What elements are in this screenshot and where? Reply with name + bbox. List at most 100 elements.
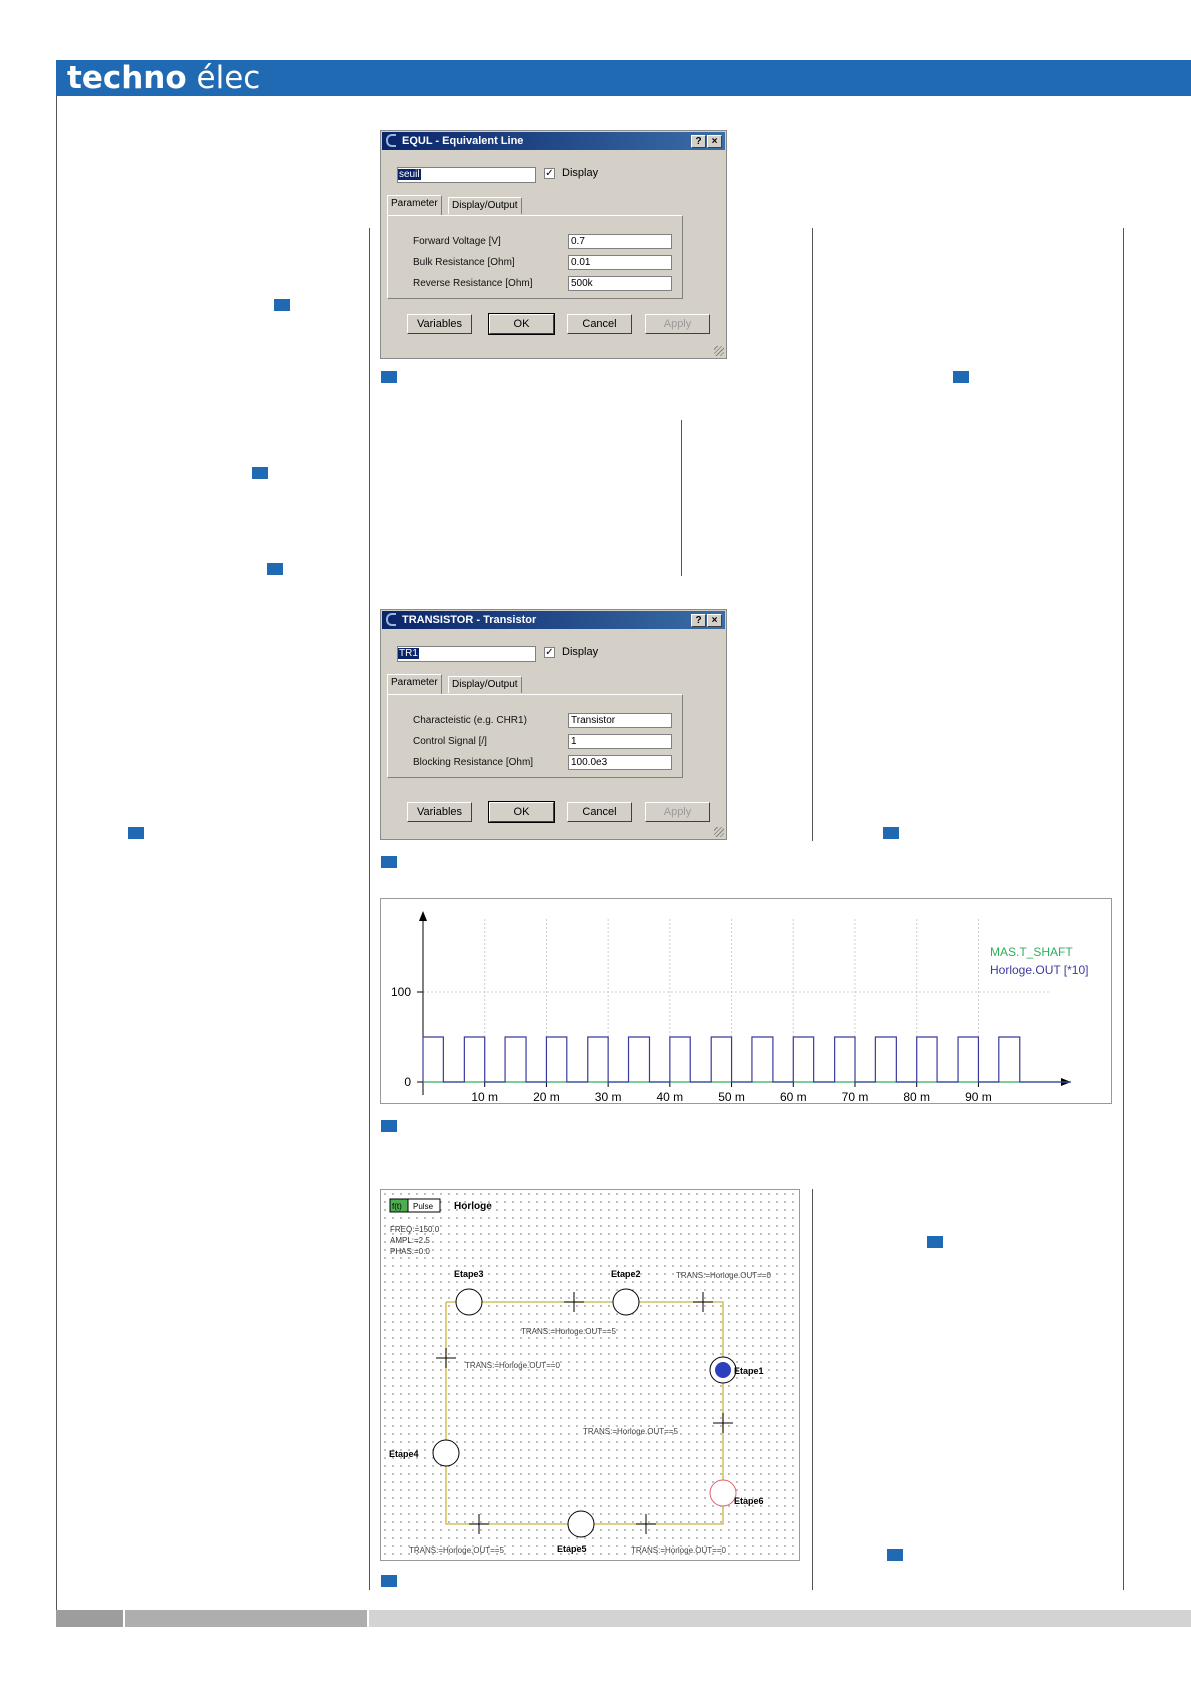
component-name-value: seuil	[398, 169, 421, 180]
help-button[interactable]: ?	[691, 135, 706, 148]
footer-bar	[369, 1610, 1191, 1627]
legend-entry: MAS.T_SHAFT	[990, 945, 1073, 959]
step-label: Etape6	[734, 1496, 764, 1506]
close-button[interactable]: ×	[707, 135, 722, 148]
resize-grip-icon[interactable]	[714, 827, 724, 837]
close-button[interactable]: ×	[707, 614, 722, 627]
figure-marker	[274, 299, 290, 311]
cancel-button[interactable]: Cancel	[567, 802, 632, 822]
variables-button[interactable]: Variables	[407, 802, 472, 822]
x-tick-label: 50 m	[718, 1090, 745, 1103]
param-label: Characteistic (e.g. CHR1)	[413, 715, 527, 726]
footer-bar	[125, 1610, 367, 1627]
param-label: Blocking Resistance [Ohm]	[413, 757, 534, 768]
tab-parameter[interactable]: Parameter	[387, 195, 442, 215]
transition-label: TRANS:=Horloge.OUT==0	[465, 1361, 560, 1370]
transition-label: TRANS:=Horloge.OUT==5	[583, 1427, 678, 1436]
x-tick-label: 10 m	[471, 1090, 498, 1103]
display-checkbox-label: Display	[562, 167, 599, 179]
figure-marker	[267, 563, 283, 575]
transition-label: TRANS:=Horloge.OUT==5	[521, 1327, 616, 1336]
y-axis-arrow-icon	[419, 911, 427, 921]
source-param: AMPL:=2.5	[390, 1236, 430, 1245]
x-tick-label: 30 m	[595, 1090, 622, 1103]
transition-label: TRANS:=Horloge.OUT==0	[676, 1271, 771, 1280]
parameter-panel: Forward Voltage [V] 0.7 Bulk Resistance …	[387, 215, 683, 299]
step-etape6[interactable]	[709, 1479, 737, 1507]
step-etape4[interactable]	[432, 1439, 460, 1467]
step-label: Etape1	[734, 1366, 764, 1376]
param-label: Reverse Resistance [Ohm]	[413, 278, 533, 289]
apply-button[interactable]: Apply	[645, 802, 710, 822]
figure-marker	[927, 1236, 943, 1248]
bulk-resistance-field[interactable]: 0.01	[568, 255, 672, 270]
transistor-dialog-title: TRANSISTOR - Transistor	[402, 614, 537, 626]
brand-part2: élec	[186, 60, 261, 96]
figure-marker	[883, 827, 899, 839]
equl-dialog: EQUL - Equivalent Line ? × seuil ✓ Displ…	[380, 130, 727, 359]
figure-marker	[381, 1575, 397, 1587]
control-signal-field[interactable]: 1	[568, 734, 672, 749]
ok-button[interactable]: OK	[488, 313, 555, 335]
column-rule-2b	[812, 1189, 813, 1590]
param-label: Control Signal [/]	[413, 736, 487, 747]
step-label: Etape5	[557, 1544, 587, 1554]
column-rule-3	[1123, 228, 1124, 1590]
forward-voltage-field[interactable]: 0.7	[568, 234, 672, 249]
component-name-input[interactable]: TR1	[397, 646, 536, 662]
grafcet-diagram: f(t) Pulse Horloge FREQ:=150.0 AMPL:=2.5…	[380, 1189, 800, 1561]
figure-marker	[381, 1120, 397, 1132]
step-etape3[interactable]	[455, 1288, 483, 1316]
blocking-resistance-field[interactable]: 100.0e3	[568, 755, 672, 770]
pulse-source-box[interactable]	[407, 1198, 441, 1213]
param-label: Forward Voltage [V]	[413, 236, 501, 247]
tab-display-output[interactable]: Display/Output	[448, 197, 522, 214]
component-name-input[interactable]: seuil	[397, 167, 536, 183]
x-tick-label: 90 m	[965, 1090, 992, 1103]
ok-button[interactable]: OK	[488, 801, 555, 823]
transistor-dialog-titlebar[interactable]: TRANSISTOR - Transistor ? ×	[382, 611, 725, 629]
parameter-panel: Characteistic (e.g. CHR1) Transistor Con…	[387, 694, 683, 778]
brand-logo: techno élec	[67, 58, 260, 98]
series-line	[422, 1036, 1071, 1083]
step-label: Etape4	[389, 1449, 419, 1459]
reverse-resistance-field[interactable]: 500k	[568, 276, 672, 291]
figure-marker	[381, 371, 397, 383]
component-name-value: TR1	[398, 648, 419, 659]
legend-entry: Horloge.OUT [*10]	[990, 963, 1089, 977]
cancel-button[interactable]: Cancel	[567, 314, 632, 334]
display-checkbox[interactable]: ✓	[544, 647, 555, 658]
brand-part1: techno	[67, 60, 187, 96]
apply-button[interactable]: Apply	[645, 314, 710, 334]
x-tick-label: 60 m	[780, 1090, 807, 1103]
footer-bar	[56, 1610, 123, 1627]
figure-marker	[252, 467, 268, 479]
grafcet-svg: f(t) Pulse Horloge FREQ:=150.0 AMPL:=2.5…	[389, 1198, 771, 1555]
characteristic-field[interactable]: Transistor	[568, 713, 672, 728]
transition-bars	[436, 1292, 733, 1534]
column-rule-2	[812, 228, 813, 841]
equl-dialog-title: EQUL - Equivalent Line	[402, 135, 524, 147]
x-tick-label: 20 m	[533, 1090, 560, 1103]
active-step-token-icon	[715, 1362, 731, 1378]
equl-dialog-titlebar[interactable]: EQUL - Equivalent Line ? ×	[382, 132, 725, 150]
app-icon	[386, 134, 396, 147]
param-label: Bulk Resistance [Ohm]	[413, 257, 515, 268]
source-type-label: Pulse	[413, 1202, 434, 1211]
tab-display-output[interactable]: Display/Output	[448, 676, 522, 693]
step-label: Etape3	[454, 1269, 484, 1279]
figure-marker	[381, 856, 397, 868]
step-etape2[interactable]	[612, 1288, 640, 1316]
source-param: FREQ:=150.0	[390, 1225, 440, 1234]
x-tick-label: 40 m	[657, 1090, 684, 1103]
display-checkbox[interactable]: ✓	[544, 168, 555, 179]
step-etape5[interactable]	[567, 1510, 595, 1538]
help-button[interactable]: ?	[691, 614, 706, 627]
figure-marker	[887, 1549, 903, 1561]
variables-button[interactable]: Variables	[407, 314, 472, 334]
tab-parameter[interactable]: Parameter	[387, 674, 442, 694]
resize-grip-icon[interactable]	[714, 346, 724, 356]
app-icon	[386, 613, 396, 626]
left-page-rule	[56, 96, 57, 1610]
